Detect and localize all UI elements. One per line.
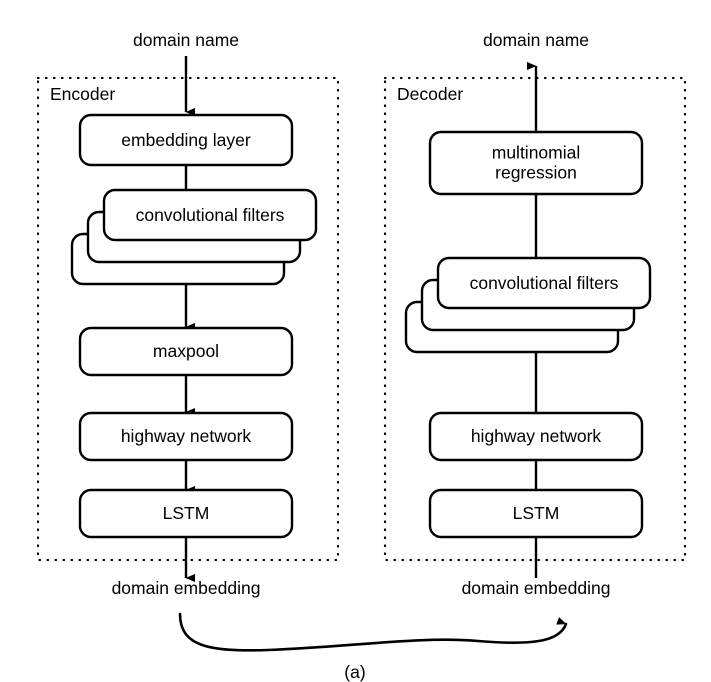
decoder-label-multinomial-regression: multinomial regression [491, 142, 581, 183]
encoder-label-maxpool: maxpool [152, 340, 220, 361]
decoder-box-convolutional-filters [436, 256, 652, 310]
decoder-box-highway-network [428, 411, 644, 462]
embedding-transfer-curve [178, 612, 568, 652]
encoder-label-lstm: LSTM [162, 502, 210, 523]
decoder-panel-title: Decoder [397, 84, 464, 104]
encoder-input-label: domain name [132, 30, 240, 50]
encoder-output-label: domain embedding [111, 578, 261, 598]
encoder-box-highway-network [78, 411, 294, 462]
decoder-box-multinomial-regression [428, 130, 644, 196]
encoder-box-lstm [78, 488, 294, 539]
encoder-box-maxpool [78, 326, 294, 377]
decoder-box-lstm [428, 488, 644, 539]
decoder-input-label: domain embedding [461, 578, 611, 598]
encoder-panel-title: Encoder [50, 84, 116, 104]
decoder-output-label: domain name [482, 30, 590, 50]
decoder-label-highway-network: highway network [470, 425, 602, 446]
encoder-label-convolutional-filters: convolutional filters [135, 204, 285, 225]
decoder-label-convolutional-filters: convolutional filters [469, 272, 619, 293]
encoder-label-embedding-layer: embedding layer [121, 129, 251, 150]
encoder-box-convolutional-filters [102, 188, 318, 242]
encoder-box-embedding-layer [78, 113, 294, 167]
encoder-label-highway-network: highway network [120, 425, 252, 446]
decoder-label-lstm: LSTM [512, 502, 560, 523]
figure-caption: (a) [344, 662, 366, 682]
